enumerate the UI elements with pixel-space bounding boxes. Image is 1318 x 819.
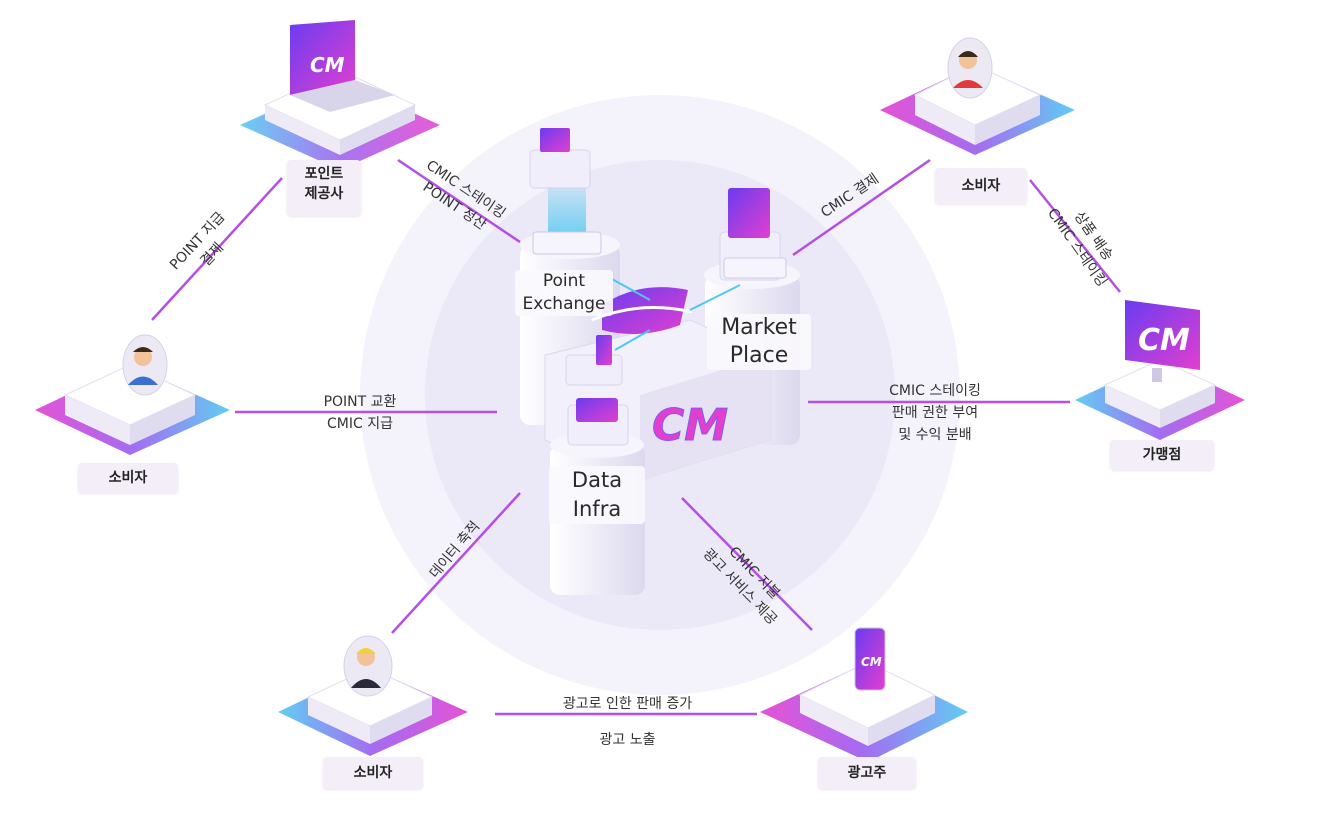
node-merchant: 가맹점	[1110, 440, 1214, 470]
consumer-top-right-illustration	[880, 37, 1075, 155]
laptop-logo: CM	[310, 53, 345, 77]
hub-logo: CM	[652, 400, 728, 451]
edge-label-merchant-hub: CMIC 스테이킹 판매 권한 부여 및 수익 분배	[889, 383, 981, 443]
consumer-left-illustration	[35, 334, 230, 455]
phone-logo: CM	[861, 655, 882, 669]
edge-line-provider-consumer	[151, 177, 283, 321]
hub-data-infra: Data Infra	[549, 466, 645, 524]
node-consumer-left: 소비자	[78, 463, 178, 493]
consumer-bottom-illustration	[278, 635, 468, 756]
monitor-logo: CM	[1138, 323, 1190, 358]
edge-line-consumer-market	[792, 158, 931, 257]
node-point-provider: 포인트 제공사	[287, 160, 361, 216]
edge-line-consumer-merchant	[1029, 179, 1121, 293]
node-consumer-top-right: 소비자	[935, 168, 1027, 204]
hub-market-place: Market Place	[707, 314, 811, 370]
edge-line-provider-hub	[397, 158, 521, 244]
edge-line-data-advertiser	[681, 497, 813, 631]
edge-label-consumer-advertiser: 광고로 인한 판매 증가 광고 노출	[562, 696, 693, 748]
hub-point-exchange: Point Exchange	[515, 270, 613, 316]
edge-line-data-consumer	[391, 492, 521, 634]
node-consumer-bottom: 소비자	[323, 757, 423, 789]
laptop-illustration	[240, 20, 440, 170]
advertiser-illustration	[760, 627, 968, 762]
edge-label-consumer-hub: POINT 교환 CMIC 지급	[323, 394, 397, 432]
node-advertiser: 광고주	[818, 757, 916, 789]
merchant-illustration	[1075, 300, 1245, 440]
